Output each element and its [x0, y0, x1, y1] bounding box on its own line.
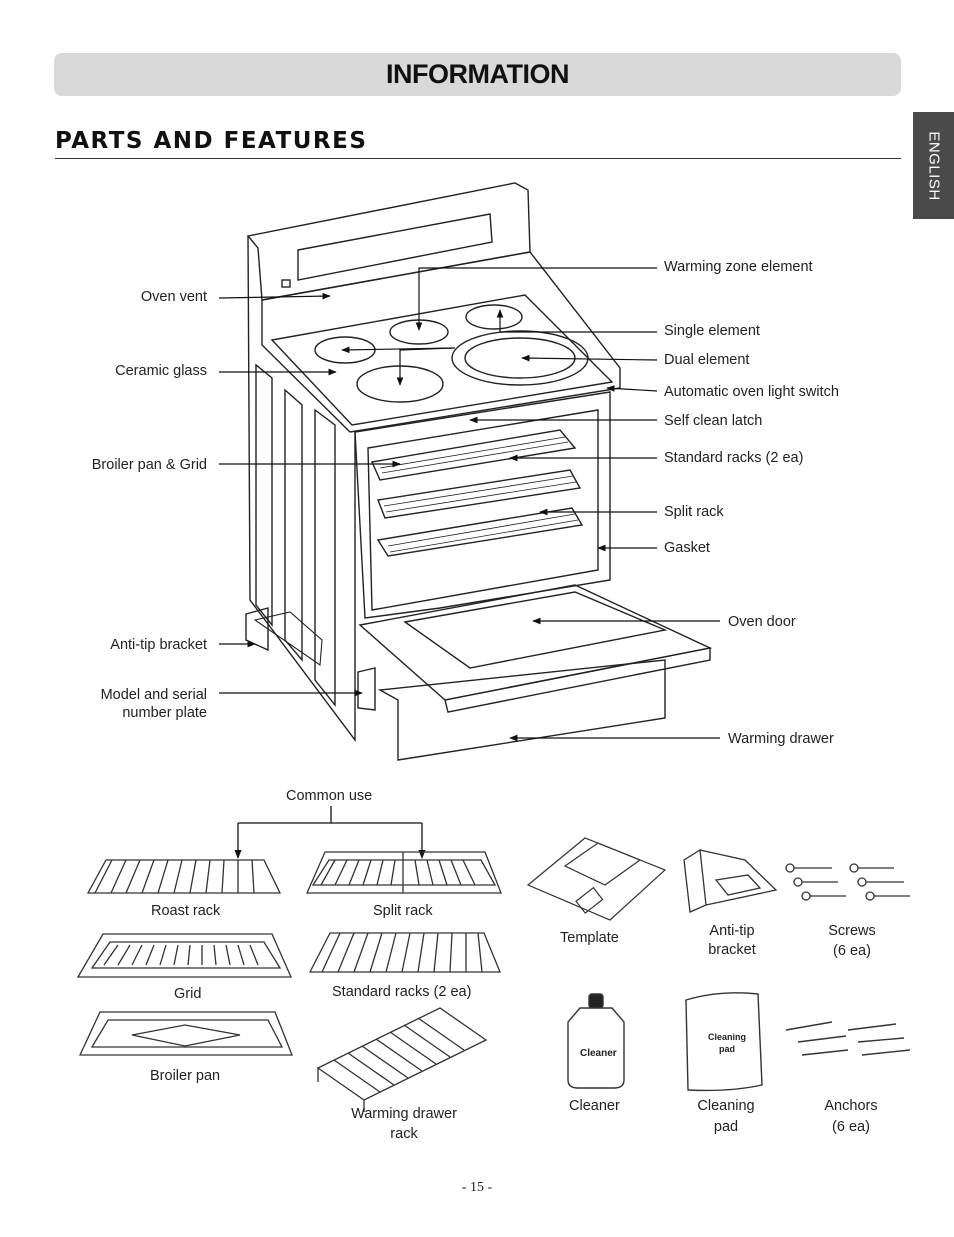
- label-common-use: Common use: [286, 788, 373, 804]
- label-model-serial-1: Model and serial: [100, 687, 207, 703]
- label-cleaning-pad-2: pad: [713, 1119, 739, 1135]
- label-ceramic-glass: Ceramic glass: [115, 363, 207, 379]
- label-anchors-2: (6 ea): [832, 1119, 870, 1135]
- label-broiler-pan-grid: Broiler pan & Grid: [91, 457, 207, 473]
- label-grid: Grid: [174, 986, 202, 1002]
- label-template: Template: [560, 930, 619, 946]
- section-title: PARTS AND FEATURES: [55, 128, 368, 154]
- label-dual-element: Dual element: [664, 352, 750, 368]
- label-warming-rack-2: rack: [390, 1126, 418, 1142]
- page-number: - 15 -: [461, 1180, 493, 1195]
- pad-bag-text-1: Cleaning: [707, 1032, 746, 1042]
- label-standard-racks-acc: Standard racks (2 ea): [332, 984, 472, 1000]
- label-cleaner: Cleaner: [569, 1098, 620, 1114]
- label-model-serial-2: number plate: [122, 705, 207, 721]
- roast-rack-drawing: [86, 859, 282, 894]
- label-self-clean-latch: Self clean latch: [664, 413, 763, 429]
- label-split-rack-acc: Split rack: [373, 903, 433, 919]
- label-screws-1: Screws: [828, 923, 876, 939]
- label-split-rack: Split rack: [664, 504, 724, 520]
- label-oven-vent: Oven vent: [140, 289, 207, 305]
- label-gasket: Gasket: [664, 540, 710, 556]
- language-tab: ENGLISH: [913, 112, 954, 219]
- label-light-switch: Automatic oven light switch: [664, 384, 839, 400]
- label-oven-door: Oven door: [728, 614, 796, 630]
- pad-bag-text-2: pad: [718, 1044, 735, 1054]
- page-banner: INFORMATION: [54, 53, 901, 96]
- label-standard-racks: Standard racks (2 ea): [664, 450, 804, 466]
- label-anti-tip-bracket: Anti-tip bracket: [110, 637, 207, 653]
- section-rule: [55, 158, 901, 159]
- label-broiler-pan: Broiler pan: [150, 1068, 221, 1084]
- label-single-element: Single element: [664, 323, 760, 339]
- label-anchors-1: Anchors: [824, 1098, 878, 1114]
- label-screws-2: (6 ea): [833, 943, 871, 959]
- label-anti-tip-1: Anti-tip: [709, 923, 755, 939]
- label-warming-drawer: Warming drawer: [728, 731, 834, 747]
- banner-title: INFORMATION: [386, 59, 569, 89]
- label-warming-rack-1: Warming drawer: [351, 1106, 457, 1122]
- label-warming-zone: Warming zone element: [664, 259, 813, 275]
- label-anti-tip-2: bracket: [708, 942, 756, 958]
- cleaner-bottle-text: Cleaner: [580, 1048, 617, 1059]
- label-roast-rack: Roast rack: [151, 903, 221, 919]
- label-cleaning-pad-1: Cleaning: [697, 1098, 755, 1114]
